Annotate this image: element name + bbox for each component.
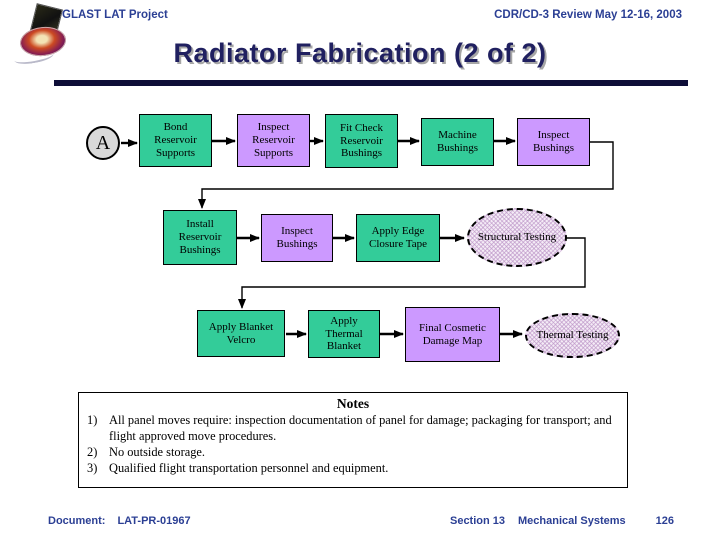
flow-node-apply-blanket-velcro: Apply Blanket Velcro (197, 310, 285, 357)
notes-box: Notes 1) All panel moves require: inspec… (78, 392, 628, 488)
flow-node-inspect-bushings-1: Inspect Bushings (517, 118, 590, 166)
flow-node-machine-bushings: Machine Bushings (421, 118, 494, 166)
section-name: Mechanical Systems (518, 515, 626, 527)
flow-node-inspect-bushings-2: Inspect Bushings (261, 214, 333, 262)
document-number: LAT-PR-01967 (117, 515, 191, 527)
note-text: No outside storage. (109, 444, 206, 459)
flow-node-final-cosmetic-damage-map: Final Cosmetic Damage Map (405, 307, 500, 362)
flow-node-bond-reservoir-supports: Bond Reservoir Supports (139, 114, 212, 167)
flow-entry-connector-a: A (86, 126, 120, 160)
flow-node-apply-edge-closure-tape: Apply Edge Closure Tape (356, 214, 440, 262)
flow-node-install-reservoir-bushings: Install Reservoir Bushings (163, 210, 237, 265)
review-date: CDR/CD-3 Review May 12-16, 2003 (494, 9, 682, 21)
flow-node-structural-testing: Structural Testing (467, 208, 567, 267)
title-rule (54, 80, 688, 86)
section-number: Section 13 (449, 515, 506, 527)
page-number: 126 (655, 515, 674, 527)
note-item-3: 3) Qualified flight transportation perso… (87, 461, 619, 477)
flow-node-inspect-reservoir-supports: Inspect Reservoir Supports (237, 114, 310, 167)
note-item-1: 1) All panel moves require: inspection d… (87, 413, 619, 445)
note-number: 2) (87, 444, 98, 459)
flow-node-thermal-testing: Thermal Testing (525, 313, 620, 358)
project-name: GLAST LAT Project (62, 9, 168, 21)
note-number: 3) (87, 460, 98, 475)
document-label: Document: (48, 515, 106, 527)
notes-title: Notes (336, 396, 370, 411)
note-number: 1) (87, 413, 98, 427)
note-text: Qualified flight transportation personne… (109, 460, 389, 475)
note-text: All panel moves require: inspection docu… (109, 413, 612, 443)
section-reference: Section 13 Mechanical Systems 126 (450, 515, 674, 527)
flow-node-fit-check-reservoir-bushings: Fit Check Reservoir Bushings (325, 114, 398, 168)
note-item-2: 2) No outside storage. (87, 445, 619, 461)
document-reference: Document: LAT-PR-01967 (48, 515, 191, 527)
slide-title: Radiator Fabrication (2 of 2) (173, 38, 547, 68)
flow-node-apply-thermal-blanket: Apply Thermal Blanket (308, 310, 380, 358)
